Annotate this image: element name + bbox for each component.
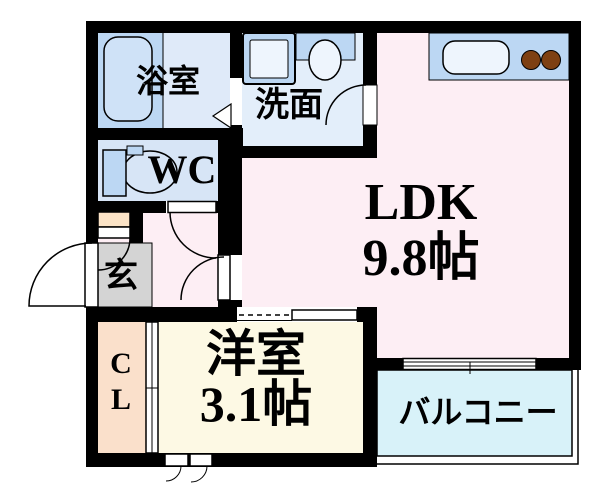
sliding-door-panel [291,309,358,321]
washbasin-icon [308,39,342,81]
bathtub-icon [103,36,153,122]
wall-bottom [86,453,377,467]
bathroom-folding-door-icon [211,102,232,130]
wall-bathroom-bottom [86,128,242,140]
genkan-floor [97,242,153,308]
ldk-door-leaf [217,254,231,301]
western-room-size-label: 3.1帖 [199,376,313,432]
washing-machine-drum [249,39,289,79]
western-room-floor [158,322,363,453]
entrance-door-leaf [84,242,99,308]
ldk-size-label: 9.8帖 [362,230,480,287]
wall-genkan-divider [130,212,143,243]
balcony-label: バルコニー [398,394,558,430]
balcony-floor [376,369,573,457]
bathroom-door-opening [230,78,242,125]
ldk-door-arc-icon [180,256,225,301]
ldk-label: LDK [364,174,478,231]
genkan-door-arc-icon [97,237,131,271]
entrance-door-arc-icon [28,242,93,307]
wall-right [569,21,581,370]
western-room-label: 洋室 [206,326,306,382]
western-window-pane [164,453,189,467]
closet-label-line2: L [110,383,132,416]
ldk-floor-west [242,158,377,312]
wall-washroom-bottom [242,146,377,158]
ldk-floor [377,33,569,358]
closet-label-line1: C [110,347,132,380]
wc-door-arc-icon [169,211,217,259]
kitchen-sink-icon [442,40,510,75]
toilet-tank-icon [102,149,127,197]
washroom-label: 洗面 [255,87,323,124]
western-window-arc-icon [190,465,208,483]
genkan-label: 玄 [104,258,138,295]
stove-burner-icon [541,50,561,70]
shoe-cabinet [97,211,131,228]
stove-burner-icon [521,50,541,70]
closet-floor [98,322,146,453]
washroom-door-arc-icon [325,84,367,126]
wall-western-right [363,307,377,453]
wc-label: WC [147,147,217,192]
genkan-step-door-leaf [97,226,131,239]
balcony-railing [377,370,579,465]
wc-door-leaf [167,200,217,214]
bathroom-label: 浴室 [135,63,201,99]
wall-hall-bottom [86,307,237,322]
wall-top [86,21,581,33]
doors [28,78,378,454]
western-window-arc-icon [165,465,182,482]
toilet-flush-button [126,145,144,156]
genkan-area [97,211,153,308]
windows [164,357,537,483]
western-window-pane [189,453,213,467]
fixtures [102,32,570,197]
washroom-door-leaf [362,84,378,126]
